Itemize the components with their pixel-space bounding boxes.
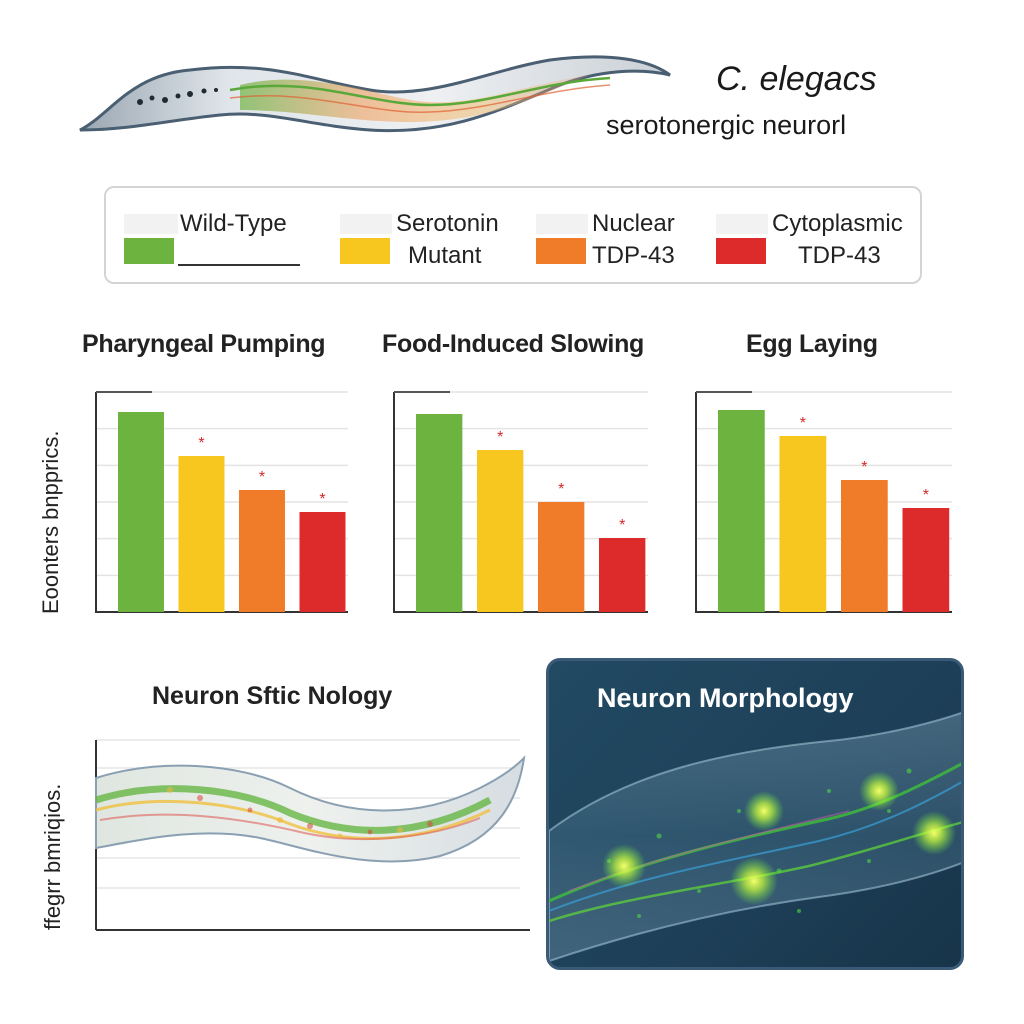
significance-marker: * xyxy=(800,415,806,432)
legend-label: Nuclear xyxy=(592,210,675,237)
bar-nuclear-tdp-43 xyxy=(239,490,285,612)
worm-illustration xyxy=(79,55,671,133)
bar-chart-food-induced-slowing: * * * xyxy=(393,391,648,613)
bar-serotonin-mutant xyxy=(779,436,827,612)
legend-swatch xyxy=(124,238,174,264)
legend-label: Cytoplasmic xyxy=(772,210,903,237)
chart-title-pharyngeal-pumping: Pharyngeal Pumping xyxy=(82,330,326,358)
significance-marker: * xyxy=(558,481,564,498)
figure-title: C. elegacs xyxy=(716,60,877,98)
legend-swatch xyxy=(340,238,390,264)
morphology-left-illustration xyxy=(94,739,530,931)
legend-label-line2: TDP-43 xyxy=(798,242,881,269)
bar-cytoplasmic-tdp-43 xyxy=(902,508,950,612)
significance-marker: * xyxy=(497,429,503,446)
significance-marker: * xyxy=(861,459,867,476)
significance-marker: * xyxy=(259,469,265,486)
chart-title-egg-laying: Egg Laying xyxy=(746,330,878,358)
bar-serotonin-mutant xyxy=(178,456,225,612)
legend: Wild-Type Serotonin Mutant Nuclear TDP-4… xyxy=(104,186,922,284)
legend-label-line2: TDP-43 xyxy=(592,242,675,269)
morphology-right-panel: Neuron Morphology xyxy=(546,658,964,970)
neuron-fluorescence-illustration xyxy=(549,712,961,963)
significance-marker: * xyxy=(619,517,625,534)
legend-item-serotonin-mutant: Serotonin Mutant xyxy=(340,188,520,286)
legend-underline xyxy=(178,264,300,266)
bar-nuclear-tdp-43 xyxy=(538,502,585,612)
bar-chart-pharyngeal-pumping: * * * xyxy=(95,391,348,613)
bar-serotonin-mutant xyxy=(477,450,524,612)
significance-marker: * xyxy=(319,491,325,508)
legend-swatch xyxy=(536,238,586,264)
bar-wild-type xyxy=(718,410,765,612)
bar-chart-egg-laying: * * * xyxy=(695,391,952,613)
significance-marker: * xyxy=(198,435,204,452)
bar-cytoplasmic-tdp-43 xyxy=(299,512,346,612)
figure-subtitle: serotonergic neurorl xyxy=(606,110,847,140)
morphology-right-title: Neuron Morphology xyxy=(597,683,854,713)
bar-nuclear-tdp-43 xyxy=(841,480,888,612)
bar-cytoplasmic-tdp-43 xyxy=(599,538,646,612)
legend-label: Wild-Type xyxy=(180,210,287,237)
legend-label-line2: Mutant xyxy=(408,242,482,269)
bar-wild-type xyxy=(416,414,463,612)
chart-title-food-induced-slowing: Food-Induced Slowing xyxy=(382,330,645,358)
legend-item-wild-type: Wild-Type xyxy=(124,188,324,286)
legend-label: Serotonin xyxy=(396,210,499,237)
legend-swatch xyxy=(716,238,766,264)
bar-wild-type xyxy=(118,412,164,612)
y-axis-label: Eoonters bnpprics. xyxy=(38,430,63,614)
significance-marker: * xyxy=(923,487,929,504)
legend-item-cytoplasmic-tdp43: Cytoplasmic TDP-43 xyxy=(716,188,916,286)
legend-item-nuclear-tdp43: Nuclear TDP-43 xyxy=(536,188,706,286)
morphology-left-title: Neuron Sftic Nology xyxy=(152,682,393,710)
